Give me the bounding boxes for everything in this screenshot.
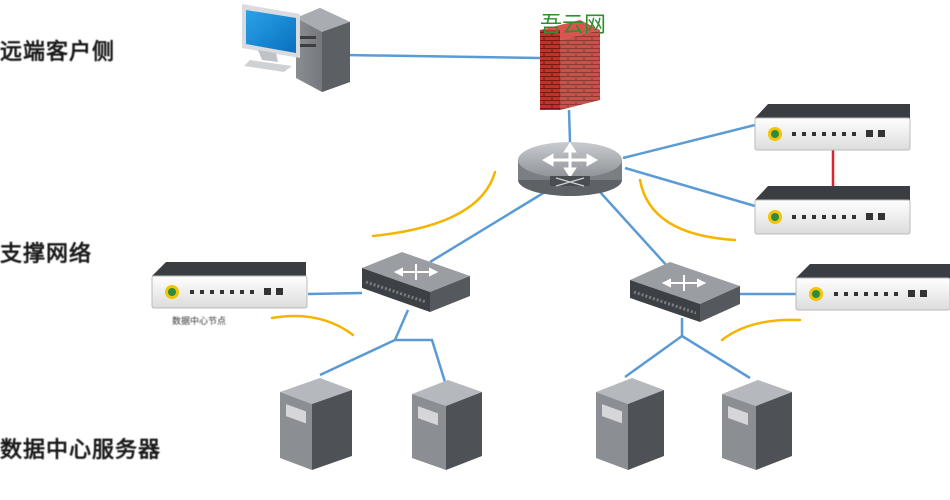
server-tower-icon-2 — [412, 380, 482, 470]
link-left-appliance-switch — [307, 291, 363, 296]
link-pc-firewall — [344, 53, 541, 60]
appliance-icon-right — [795, 264, 950, 311]
core-router-icon — [518, 142, 622, 196]
link-right-switch-server-b — [681, 334, 751, 380]
server-tower-icon-1 — [280, 378, 352, 470]
link-firewall-router — [567, 109, 572, 143]
link-router-appliance-top — [622, 123, 756, 160]
appliance-icon-left — [151, 262, 308, 309]
wireless-arcs — [270, 170, 802, 342]
appliance-icon-top-right — [754, 104, 911, 151]
watermark-text: 吾云网 — [540, 13, 606, 38]
link-router-right-switch — [599, 191, 669, 268]
access-switch-icon-right — [630, 262, 740, 322]
arc-router-left — [371, 170, 497, 238]
link-left-switch-servers — [319, 309, 410, 377]
link-router-appliance-second — [624, 166, 756, 208]
firewall-icon — [540, 20, 600, 110]
desktop-computer-icon — [242, 4, 350, 92]
link-right-switch-servers — [624, 318, 684, 379]
label-remote-client-side: 远端客户侧 — [0, 40, 116, 65]
arc-left-servers — [270, 314, 355, 337]
arc-router-right — [638, 178, 737, 242]
link-router-left-switch — [429, 190, 546, 264]
server-tower-icon-3 — [596, 378, 664, 470]
server-tower-icon-4 — [722, 380, 792, 470]
links — [307, 53, 796, 383]
access-switch-icon-left — [362, 252, 470, 312]
arc-right-servers — [720, 318, 802, 342]
label-datacenter-servers: 数据中心服务器 — [0, 438, 162, 463]
label-support-network: 支撑网络 — [0, 242, 93, 267]
appliance-icon-second-right — [754, 186, 911, 235]
appliance-caption: 数据中心节点 — [172, 317, 227, 327]
link-left-switch-server-b — [395, 338, 447, 383]
